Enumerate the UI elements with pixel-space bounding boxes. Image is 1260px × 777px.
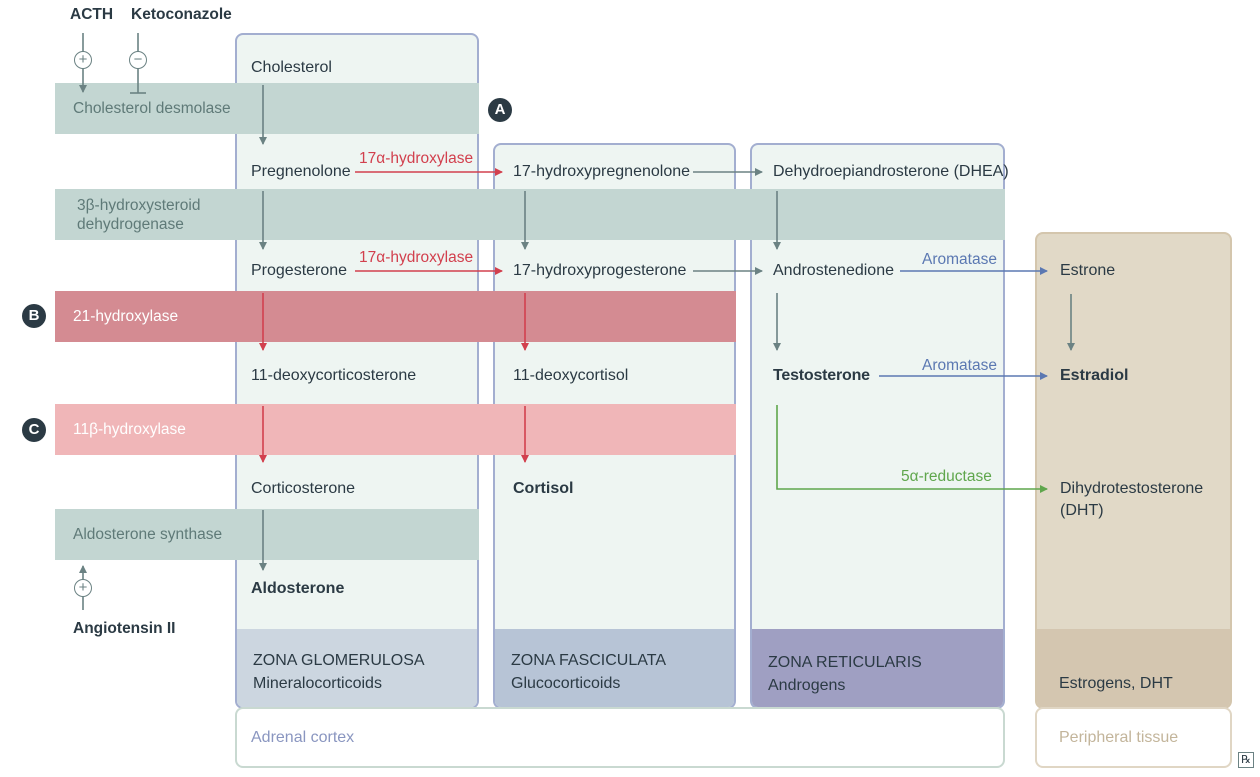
adrenal-cortex-label: Adrenal cortex (251, 729, 355, 746)
enzyme-label-11b-hydroxylase: 11β-hydroxylase (73, 420, 186, 438)
peripheral-footer: Estrogens, DHT (1037, 629, 1230, 707)
ketoconazole-minus-icon: − (129, 51, 147, 69)
enzyme-label-3b-hsd-line1: 3β-hydroxysteroid (77, 196, 201, 214)
enzyme-band-11b-hydroxylase: 11β-hydroxylase (55, 404, 736, 455)
enzyme-band-3b-hsd: 3β-hydroxysteroid dehydrogenase (55, 189, 1005, 240)
label-17a-hydroxylase-bottom: 17α-hydroxylase (359, 249, 474, 266)
node-dhea: Dehydroepiandrosterone (DHEA) (773, 163, 1009, 180)
ketoconazole-label: Ketoconazole (131, 6, 232, 23)
zona-glomerulosa-footer: ZONA GLOMERULOSA Mineralocorticoids (237, 629, 477, 707)
node-estrone: Estrone (1060, 262, 1116, 279)
angiotensin-label: Angiotensin II (73, 620, 176, 637)
zona-reticularis-name: ZONA RETICULARIS (768, 654, 922, 671)
peripheral-footer-label: Estrogens, DHT (1059, 675, 1173, 692)
node-aldosterone: Aldosterone (251, 580, 345, 597)
marker-a: A (488, 98, 512, 122)
node-dht-abbrev: (DHT) (1060, 502, 1104, 519)
node-17-hydroxyprogesterone: 17-hydroxyprogesterone (513, 262, 687, 279)
marker-b: B (22, 304, 46, 328)
node-estradiol: Estradiol (1060, 367, 1129, 384)
node-testosterone: Testosterone (773, 367, 870, 384)
zona-fasciculata-name: ZONA FASCICULATA (511, 652, 666, 669)
angiotensin-plus-symbol: + (78, 579, 88, 596)
enzyme-label-cholesterol-desmolase: Cholesterol desmolase (73, 99, 231, 117)
node-pregnenolone: Pregnenolone (251, 163, 351, 180)
zona-reticularis-type: Androgens (768, 677, 846, 694)
arrow-testosterone-dht (776, 405, 1048, 493)
zona-glomerulosa-type: Mineralocorticoids (253, 675, 382, 692)
node-cortisol: Cortisol (513, 480, 574, 497)
zona-reticularis-footer: ZONA RETICULARIS Androgens (752, 629, 1003, 707)
angiotensin-plus-icon: + (74, 579, 92, 597)
adrenal-cortex-box: Adrenal cortex (235, 707, 1005, 768)
node-11-deoxycorticosterone: 11-deoxycorticosterone (251, 367, 417, 384)
node-11-deoxycortisol: 11-deoxycortisol (513, 367, 629, 384)
acth-plus-symbol: + (78, 51, 88, 68)
ketoconazole-minus-symbol: − (133, 51, 143, 68)
enzyme-band-cholesterol-desmolase: Cholesterol desmolase (55, 83, 479, 134)
enzyme-label-3b-hsd-line2: dehydrogenase (77, 215, 184, 233)
zona-fasciculata-footer: ZONA FASCICULATA Glucocorticoids (495, 629, 734, 707)
marker-c: C (22, 418, 46, 442)
peripheral-tissue-box: Estrogens, DHT (1035, 232, 1232, 709)
peripheral-region-box: Peripheral tissue (1035, 707, 1232, 768)
zona-glomerulosa-name: ZONA GLOMERULOSA (253, 652, 425, 669)
node-dihydrotestosterone: Dihydrotestosterone (1060, 480, 1204, 497)
label-aromatase-bottom: Aromatase (922, 357, 997, 374)
node-progesterone: Progesterone (251, 262, 348, 279)
acth-label: ACTH (70, 6, 114, 23)
node-corticosterone: Corticosterone (251, 480, 356, 497)
acth-plus-icon: + (74, 51, 92, 69)
enzyme-label-21-hydroxylase: 21-hydroxylase (73, 307, 179, 325)
rx-logo: ℞ (1238, 752, 1254, 768)
label-5a-reductase: 5α-reductase (901, 468, 992, 485)
node-androstenedione: Androstenedione (773, 262, 894, 279)
enzyme-band-aldosterone-synthase: Aldosterone synthase (55, 509, 479, 560)
label-17a-hydroxylase-top: 17α-hydroxylase (359, 150, 474, 167)
node-cholesterol: Cholesterol (251, 59, 332, 76)
enzyme-band-21-hydroxylase: 21-hydroxylase (55, 291, 736, 342)
enzyme-label-aldosterone-synthase: Aldosterone synthase (73, 525, 223, 543)
node-17-hydroxypregnenolone: 17-hydroxypregnenolone (513, 163, 691, 180)
zona-glomerulosa-box: ZONA GLOMERULOSA Mineralocorticoids (235, 33, 479, 709)
zona-fasciculata-type: Glucocorticoids (511, 675, 621, 692)
label-aromatase-top: Aromatase (922, 251, 997, 268)
peripheral-region-label: Peripheral tissue (1059, 729, 1179, 746)
